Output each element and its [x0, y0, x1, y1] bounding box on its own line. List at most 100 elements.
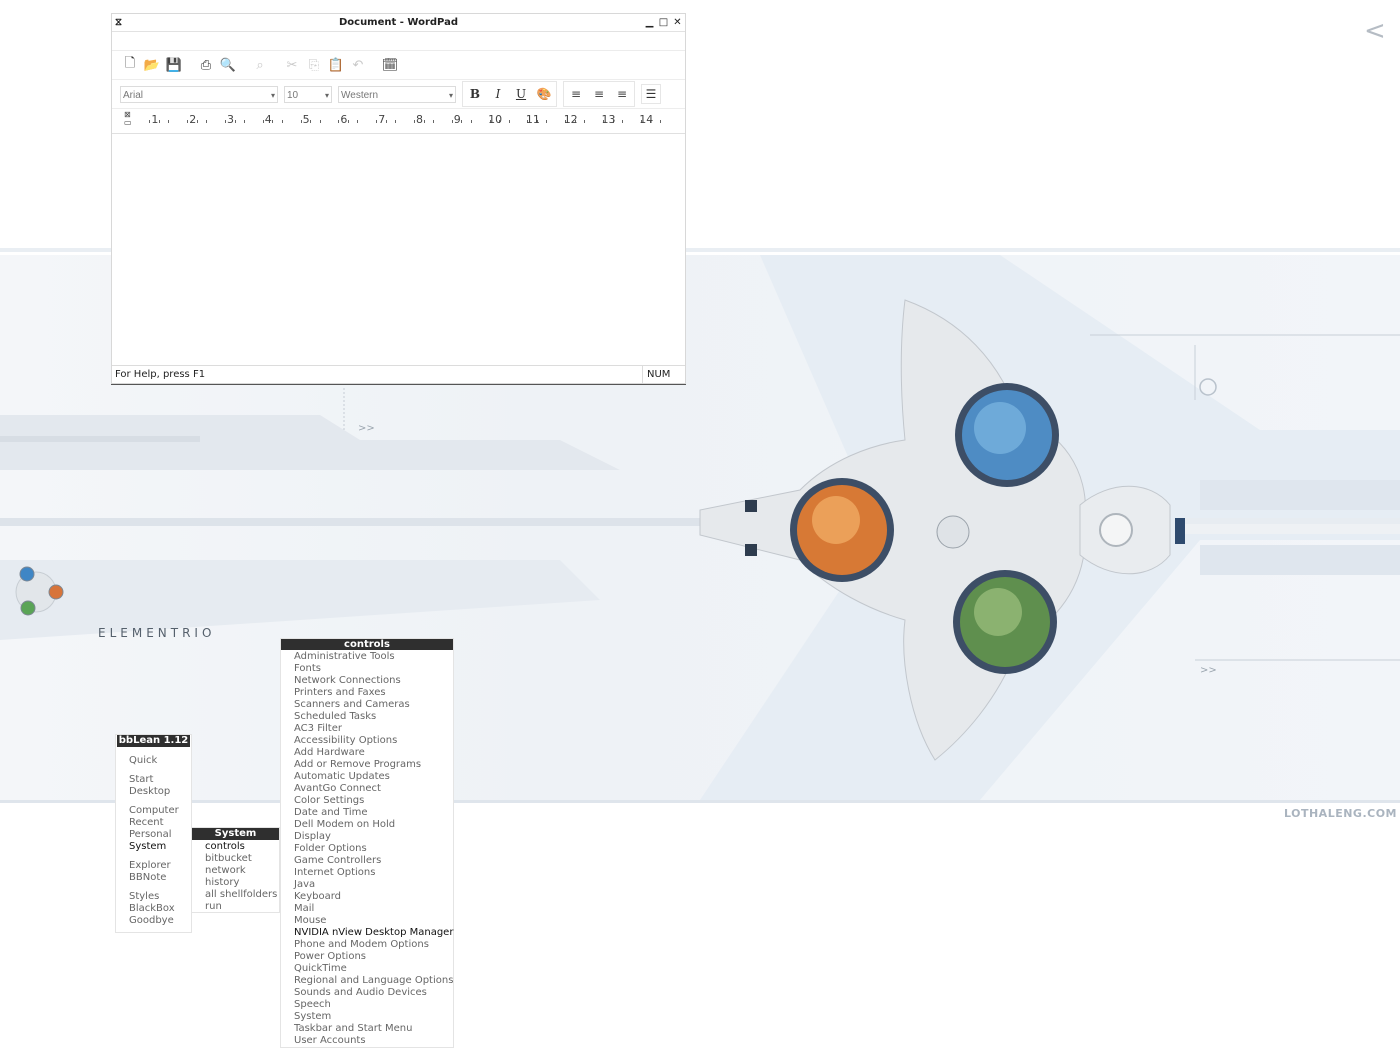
- menu-item[interactable]: Computer: [129, 805, 179, 816]
- font-select[interactable]: Arial: [120, 85, 278, 104]
- wordpad-window[interactable]: ⧖ Document - WordPad ▁ □ ✕ 🗋 📂 💾 ⎙ 🔍 ⌕ ✂…: [111, 13, 686, 384]
- align-right-icon[interactable]: ≡: [616, 87, 628, 101]
- menu-item[interactable]: BlackBox: [129, 903, 175, 914]
- menu-item[interactable]: Add Hardware: [294, 747, 365, 758]
- menu-item[interactable]: Date and Time: [294, 807, 368, 818]
- menu-item[interactable]: Sounds and Audio Devices: [294, 987, 427, 998]
- minimize-icon[interactable]: ▁: [645, 17, 654, 28]
- ruler-minor-tick: [536, 120, 538, 123]
- menu-item[interactable]: Quick: [129, 755, 158, 766]
- insert-datetime-icon[interactable]: 🗓: [381, 57, 399, 73]
- menu-item[interactable]: Printers and Faxes: [294, 687, 386, 698]
- back-arrow-icon[interactable]: <: [1364, 16, 1386, 46]
- wallpaper-band-bottom: [0, 800, 1400, 803]
- root-menu-title: bbLean 1.12: [117, 735, 190, 747]
- bold-button[interactable]: B: [469, 87, 481, 101]
- menu-item[interactable]: Keyboard: [294, 891, 342, 902]
- menu-item[interactable]: User Accounts: [294, 1035, 366, 1046]
- copy-icon[interactable]: ⎘: [308, 57, 320, 73]
- color-palette-icon[interactable]: 🎨: [536, 87, 552, 101]
- menu-item[interactable]: BBNote: [129, 872, 167, 883]
- cut-icon[interactable]: ✂: [286, 57, 298, 73]
- undo-icon[interactable]: ↶: [352, 57, 364, 73]
- menu-item[interactable]: Automatic Updates: [294, 771, 390, 782]
- menu-item[interactable]: Goodbye: [129, 915, 174, 926]
- ruler-minor-tick: [414, 120, 416, 123]
- menu-item[interactable]: QuickTime: [294, 963, 347, 974]
- ruler-number: 12: [563, 113, 578, 126]
- menu-item[interactable]: Game Controllers: [294, 855, 382, 866]
- document-area[interactable]: [112, 154, 685, 364]
- menu-item[interactable]: System: [294, 1011, 332, 1022]
- ruler-minor-tick: [612, 120, 614, 123]
- close-icon[interactable]: ✕: [673, 17, 682, 28]
- ruler-minor-tick: [621, 120, 623, 123]
- window-titlebar[interactable]: ⧖ Document - WordPad ▁ □ ✕: [112, 14, 685, 32]
- menu-item[interactable]: network: [205, 865, 246, 876]
- align-left-icon[interactable]: ≡: [570, 87, 582, 101]
- italic-button[interactable]: I: [495, 87, 501, 101]
- menu-item[interactable]: Desktop: [129, 786, 171, 797]
- ruler-minor-tick: [357, 120, 359, 123]
- new-icon[interactable]: 🗋: [124, 56, 136, 71]
- menu-item[interactable]: Folder Options: [294, 843, 367, 854]
- menu-item[interactable]: Mail: [294, 903, 315, 914]
- menu-item[interactable]: Personal: [129, 829, 172, 840]
- menu-item[interactable]: AvantGo Connect: [294, 783, 381, 794]
- menu-item[interactable]: Speech: [294, 999, 331, 1010]
- menu-item[interactable]: Scheduled Tasks: [294, 711, 377, 722]
- format-toolbar: Arial 10 Western B I U 🎨 ≡ ≡ ≡ ☰: [112, 80, 685, 109]
- ruler-minor-tick: [196, 120, 198, 123]
- indent-marker-icon[interactable]: ⊠▭: [124, 110, 132, 127]
- menu-item[interactable]: Regional and Language Options: [294, 975, 454, 986]
- open-icon[interactable]: 📂: [143, 57, 161, 73]
- menu-item[interactable]: System: [129, 841, 167, 852]
- menu-item[interactable]: Power Options: [294, 951, 366, 962]
- menu-item[interactable]: Phone and Modem Options: [294, 939, 429, 950]
- maximize-icon[interactable]: □: [658, 17, 669, 28]
- menu-bar[interactable]: [112, 32, 685, 51]
- bullets-icon[interactable]: ☰: [641, 84, 661, 104]
- menu-item[interactable]: Start: [129, 774, 154, 785]
- menu-item[interactable]: history: [205, 877, 240, 888]
- menu-item[interactable]: Recent: [129, 817, 164, 828]
- restore-icon[interactable]: ⧖: [115, 17, 123, 28]
- menu-item[interactable]: all shellfolders: [205, 889, 278, 900]
- align-center-icon[interactable]: ≡: [593, 87, 605, 101]
- menu-item[interactable]: Color Settings: [294, 795, 365, 806]
- menu-item[interactable]: Fonts: [294, 663, 321, 674]
- menu-item[interactable]: Accessibility Options: [294, 735, 398, 746]
- menu-item[interactable]: Network Connections: [294, 675, 401, 686]
- menu-item[interactable]: Administrative Tools: [294, 651, 395, 662]
- font-size-select[interactable]: 10: [284, 85, 332, 104]
- menu-item[interactable]: Explorer: [129, 860, 171, 871]
- paste-icon[interactable]: 📋: [327, 57, 345, 73]
- menu-item[interactable]: Java: [294, 879, 316, 890]
- menu-item[interactable]: AC3 Filter: [294, 723, 342, 734]
- menu-item[interactable]: NVIDIA nView Desktop Manager: [294, 927, 454, 938]
- menu-item[interactable]: Mouse: [294, 915, 327, 926]
- ruler-minor-tick: [281, 120, 283, 123]
- ruler-number: 7: [378, 113, 386, 126]
- menu-item[interactable]: Add or Remove Programs: [294, 759, 422, 770]
- script-select[interactable]: Western: [338, 85, 456, 104]
- print-icon[interactable]: ⎙: [200, 57, 212, 73]
- find-icon[interactable]: ⌕: [256, 57, 264, 73]
- ruler-minor-tick: [489, 120, 491, 123]
- menu-item[interactable]: run: [205, 901, 222, 912]
- print-preview-icon[interactable]: 🔍: [219, 57, 237, 73]
- underline-button[interactable]: U: [515, 87, 527, 101]
- menu-item[interactable]: controls: [205, 841, 245, 852]
- menu-item[interactable]: Internet Options: [294, 867, 376, 878]
- menu-item[interactable]: Dell Modem on Hold: [294, 819, 396, 830]
- menu-item[interactable]: Taskbar and Start Menu: [294, 1023, 413, 1034]
- svg-text:>>: >>: [1200, 665, 1217, 676]
- menu-item[interactable]: Scanners and Cameras: [294, 699, 410, 710]
- menu-item[interactable]: bitbucket: [205, 853, 252, 864]
- menu-item[interactable]: Styles: [129, 891, 160, 902]
- menu-item[interactable]: Display: [294, 831, 331, 842]
- ruler-number: 9: [453, 113, 461, 126]
- save-icon[interactable]: 💾: [165, 57, 183, 73]
